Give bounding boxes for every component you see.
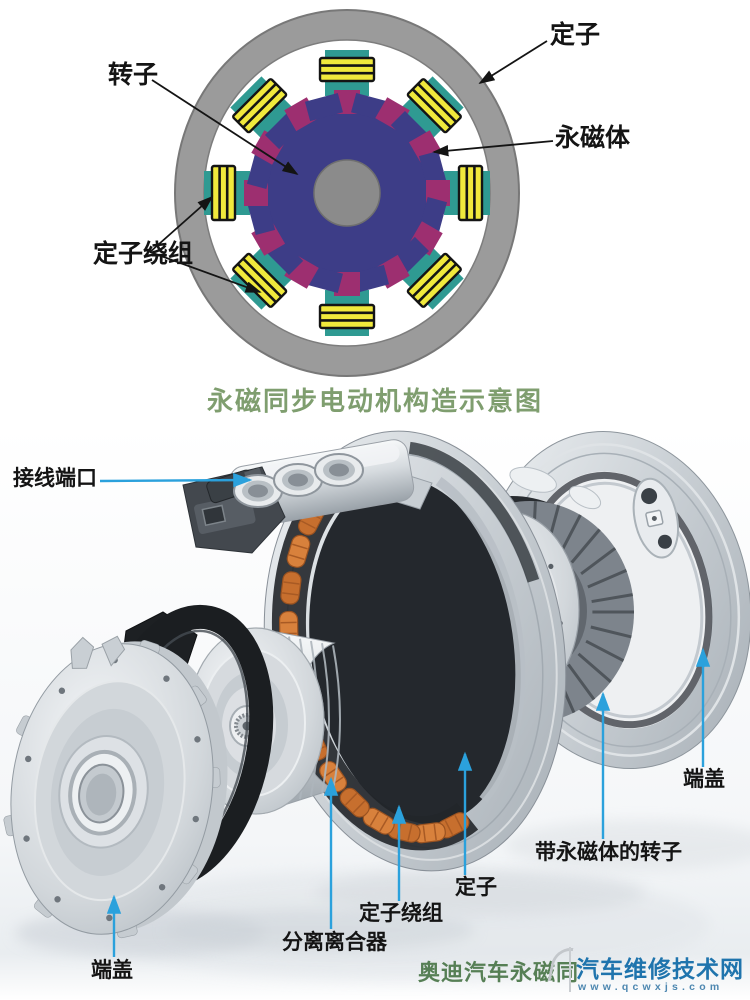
label-end-cover-left: 端盖 xyxy=(91,959,133,982)
winding-block xyxy=(232,78,288,134)
cover-boss xyxy=(632,477,679,559)
callout-line-magnet xyxy=(432,140,554,157)
rotor-tooth xyxy=(304,92,343,122)
cover-cutout xyxy=(509,466,557,493)
label-magnet: 永磁体 xyxy=(555,124,631,152)
winding-block xyxy=(318,56,376,83)
label-stator-winding-2: 定子绕组 xyxy=(359,902,443,925)
stator-tooth xyxy=(318,50,376,96)
watermark-site-name: 汽车维修技术网 xyxy=(576,956,744,982)
stator-teeth-group xyxy=(204,50,490,336)
label-stator-winding: 定子绕组 xyxy=(93,240,194,268)
stator-inner-lip xyxy=(435,476,526,804)
photo-caption: 奥迪汽车永磁同 xyxy=(418,960,580,985)
label-end-cover-right: 端盖 xyxy=(683,768,725,791)
label-terminal-port: 接线端口 xyxy=(13,467,97,490)
connector-part xyxy=(182,439,433,554)
busbar-edge xyxy=(408,441,540,583)
copper-coil xyxy=(339,787,370,818)
stator-tooth xyxy=(444,164,490,222)
rotor-group xyxy=(244,90,450,296)
stator-tooth xyxy=(204,164,250,222)
callout-line-terminal-port xyxy=(99,472,253,488)
diagram-callouts xyxy=(149,40,554,293)
floor-shadows xyxy=(15,820,750,980)
cover-prong xyxy=(70,636,95,669)
cover-cutout xyxy=(568,485,602,510)
label-rotor: 转子 xyxy=(108,61,159,89)
callout-line-winding-1 xyxy=(149,195,214,253)
callout-line-rotor xyxy=(151,79,299,175)
winding-block xyxy=(318,303,376,330)
winding-block xyxy=(406,252,462,308)
rotor-tooth xyxy=(246,197,276,236)
winding-block xyxy=(406,78,462,134)
motor-cross-section-diagram xyxy=(149,9,554,377)
winding-block xyxy=(210,164,237,222)
shaft-hole xyxy=(313,159,381,227)
terminal-ports xyxy=(233,453,364,508)
winding-block xyxy=(457,164,484,222)
stator-tooth xyxy=(318,290,376,336)
rotor-magnet-ring xyxy=(244,90,450,296)
diagram-caption: 永磁同步电动机构造示意图 xyxy=(206,386,543,416)
callout-line-stator xyxy=(478,40,548,84)
label-stator-2: 定子 xyxy=(455,876,497,899)
end-cover-left-part xyxy=(3,635,228,939)
label-clutch: 分离离合器 xyxy=(282,931,387,954)
watermark-divider xyxy=(569,947,571,992)
exploded-motor-photo xyxy=(0,425,750,1000)
rotor-tooth xyxy=(351,264,390,294)
cover-bolts xyxy=(23,656,201,922)
rotor-tooth xyxy=(418,150,448,189)
cover-prong xyxy=(101,635,126,667)
copper-coil xyxy=(412,822,446,844)
copper-coil xyxy=(286,534,311,568)
photo-callouts xyxy=(99,472,711,957)
callout-line-winding-2 xyxy=(149,251,262,293)
label-stator: 定子 xyxy=(550,21,601,49)
watermark-site-url: www.qcwxjs.com xyxy=(578,981,724,993)
copper-coil xyxy=(280,571,302,605)
label-rotor-with-magnets: 带永磁体的转子 xyxy=(535,841,682,864)
